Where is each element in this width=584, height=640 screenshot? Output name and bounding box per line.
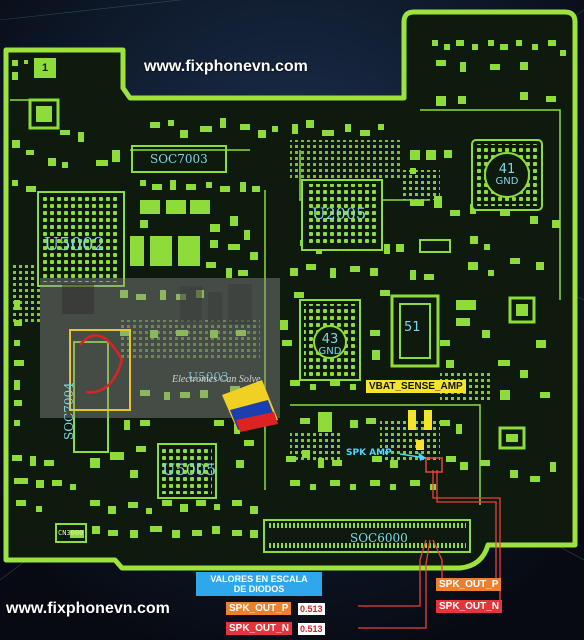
pad41-gnd-label: GND (495, 176, 519, 187)
spk-out-n-left-tag: SPK_OUT_N (226, 622, 293, 635)
pad41-label: 41 GND (494, 163, 520, 187)
chip-label-soc7004: SOC7004 (62, 382, 76, 440)
pad43-label: 43 GND (317, 333, 343, 357)
watermark-overlay (40, 278, 280, 432)
pad51-number: 51 (404, 320, 421, 335)
chip-label-cn3000: CN3000 (58, 529, 84, 537)
gnd-pad (484, 152, 530, 198)
spk-out-p-right-tag: SPK_OUT_P (436, 578, 502, 591)
u5005-pins (162, 448, 212, 494)
pad43-gnd-label: GND (318, 346, 342, 357)
yellow-cap (408, 410, 416, 430)
soc6000-pins-top (268, 523, 466, 529)
chip-label-u5005: U5005 (162, 460, 217, 479)
vbat-sense-amp-label: VBAT_SENSE_AMP (366, 380, 466, 393)
pad-field (400, 170, 440, 200)
legend-diode-scale: VALORES EN ESCALA DE DIODOS (196, 572, 322, 596)
overlay-logo-text: Electronics Can Solve (172, 374, 261, 385)
legend-line-2: DE DIODOS (233, 584, 285, 594)
soc7004-chip (73, 341, 109, 453)
chip-label-u2005: U2005 (312, 204, 367, 223)
chip-label-u5002: U5002 (44, 234, 105, 255)
spk-out-n-right-tag: SPK_OUT_N (436, 600, 503, 613)
spk-amp-label: SPK AMP (346, 448, 392, 458)
watermark-top: www.fixphonevn.com (144, 58, 308, 75)
u2005-pins (306, 184, 378, 246)
spk-out-p-left-tag: SPK_OUT_P (226, 602, 292, 615)
spk-amp-arrowhead (418, 452, 426, 461)
chip-label-u5003: U5003 (188, 370, 229, 384)
pad-field (290, 430, 340, 460)
legend-line-1: VALORES EN ESCALA (210, 574, 308, 584)
watermark-bottom: www.fixphonevn.com (6, 600, 170, 617)
u5002-pins (42, 196, 120, 282)
pad-field (10, 262, 40, 322)
soc6000-pins-bottom (268, 543, 466, 549)
chip-label-soc6000: SOC6000 (350, 531, 408, 545)
pad43-number: 43 (321, 332, 339, 347)
pad-field (290, 140, 400, 180)
pad41-number: 41 (498, 162, 516, 177)
spk-out-p-value: 0.513 (298, 603, 325, 615)
chip-label-soc7003: SOC7003 (150, 152, 208, 166)
pad-field (120, 320, 260, 360)
spk-amp-pins (425, 457, 443, 473)
yellow-cap (424, 410, 432, 430)
cn3000-part (55, 523, 87, 543)
spk-out-n-value: 0.513 (298, 623, 325, 635)
section-number-badge: 1 (34, 58, 56, 78)
soc7003-outline (131, 145, 227, 173)
yellow-cap (416, 440, 424, 450)
gnd-pad (313, 325, 347, 359)
pad51-inner (399, 303, 431, 359)
